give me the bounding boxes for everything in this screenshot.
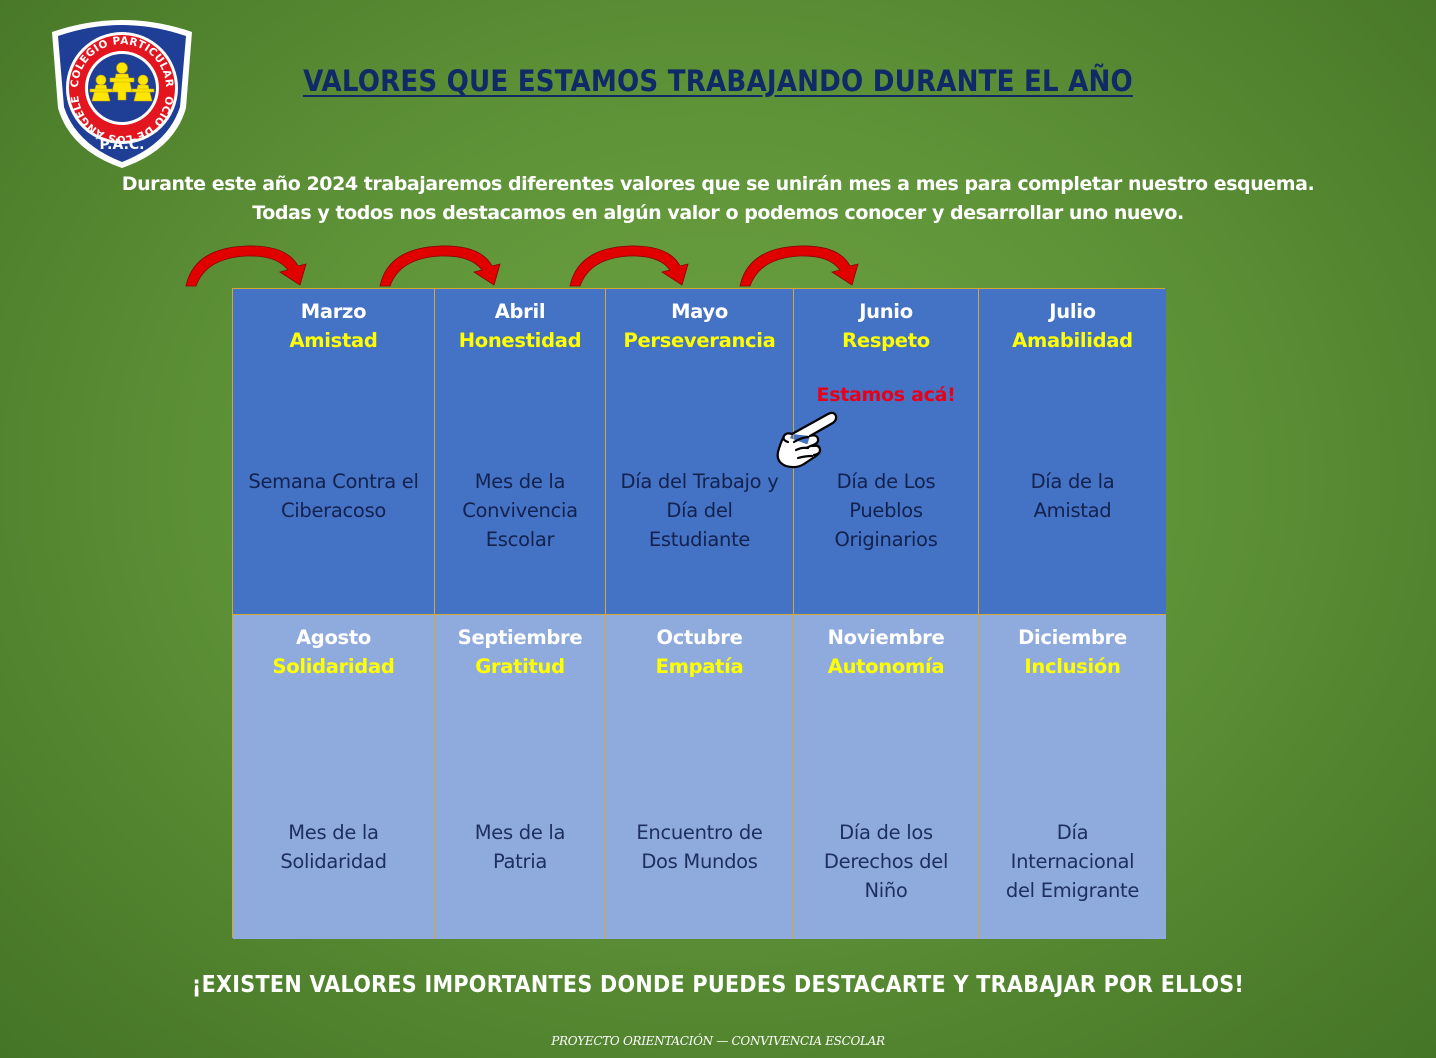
month-name: Julio xyxy=(1049,300,1096,323)
month-event-line: Pueblos xyxy=(849,499,923,522)
curved-arrow-icon xyxy=(569,245,689,287)
month-event-line: Amistad xyxy=(1033,499,1112,522)
page-title: VALORES QUE ESTAMOS TRABAJANDO DURANTE E… xyxy=(303,64,1133,98)
month-event-line: Internacional xyxy=(1010,850,1135,873)
month-event-line: Dos Mundos xyxy=(641,850,758,873)
month-event-line: Mes de la xyxy=(474,470,566,493)
month-event-line: Convivencia xyxy=(462,499,578,522)
month-event-line: Ciberacoso xyxy=(280,499,387,522)
month-event: Mes de la Solidaridad xyxy=(237,818,430,876)
month-value: Autonomía xyxy=(827,655,945,678)
month-event-line: Niño xyxy=(864,879,908,902)
month-event-line: Semana Contra el xyxy=(248,470,419,493)
month-event: Día de la Amistad xyxy=(983,467,1162,525)
month-value: Gratitud xyxy=(475,655,565,678)
month-name: Septiembre xyxy=(457,626,583,649)
month-name: Octubre xyxy=(656,626,743,649)
month-event-line: Encuentro de xyxy=(636,821,763,844)
curved-arrow-icon xyxy=(185,245,307,287)
current-month-marker: Estamos acá! xyxy=(816,384,956,406)
month-value: Amabilidad xyxy=(1012,329,1133,352)
month-value: Respeto xyxy=(842,329,930,352)
month-name: Mayo xyxy=(671,300,728,323)
month-event: Semana Contra el Ciberacoso xyxy=(237,467,430,525)
month-event-line: Escolar xyxy=(485,528,555,551)
month-event-line: Estudiante xyxy=(648,528,751,551)
month-event-line: Mes de la xyxy=(474,821,566,844)
month-event-line: del Emigrante xyxy=(1005,879,1140,902)
month-name: Noviembre xyxy=(827,626,945,649)
month-event-line: Día de los xyxy=(839,821,933,844)
curved-arrow-icon xyxy=(739,245,859,287)
month-event-line: Día de la xyxy=(1030,470,1115,493)
month-event-line: Día del Trabajo y xyxy=(620,470,779,493)
month-event-line: Día de Los xyxy=(836,470,936,493)
curved-arrow-icon xyxy=(379,245,501,287)
month-name: Abril xyxy=(494,300,546,323)
footer-credit: PROYECTO ORIENTACIÓN — CONVIVENCIA ESCOL… xyxy=(551,1034,885,1048)
month-event-line: Originarios xyxy=(834,528,938,551)
slogan: ¡EXISTEN VALORES IMPORTANTES DONDE PUEDE… xyxy=(191,972,1245,998)
logo-initials: P.A.C. xyxy=(99,137,144,153)
month-value: Honestidad xyxy=(458,329,582,352)
month-event-line: Día del xyxy=(666,499,733,522)
month-name: Agosto xyxy=(296,626,371,649)
intro-line-2: Todas y todos nos destacamos en algún va… xyxy=(252,202,1184,224)
month-value: Perseverancia xyxy=(623,329,776,352)
progress-arrows xyxy=(185,245,859,287)
month-name: Junio xyxy=(859,300,913,323)
month-event-line: Derechos del xyxy=(823,850,949,873)
month-value: Empatía xyxy=(655,655,744,678)
month-event-line: Mes de la xyxy=(288,821,379,844)
intro-text: Durante este año 2024 trabajaremos difer… xyxy=(0,170,1436,228)
month-name: Diciembre xyxy=(1018,626,1127,649)
intro-line-1: Durante este año 2024 trabajaremos difer… xyxy=(121,173,1315,195)
month-name: Marzo xyxy=(300,300,367,323)
month-event-line: Solidaridad xyxy=(280,850,387,873)
month-event: Encuentro de Dos Mundos xyxy=(610,818,789,876)
month-value: Inclusión xyxy=(1024,655,1121,678)
month-event: Mes de la Patria xyxy=(439,818,601,876)
month-value: Solidaridad xyxy=(272,655,395,678)
month-event-line: Día xyxy=(1056,821,1089,844)
month-value: Amistad xyxy=(289,329,378,352)
pointing-hand-icon xyxy=(776,411,838,469)
month-event-line: Patria xyxy=(492,850,548,873)
